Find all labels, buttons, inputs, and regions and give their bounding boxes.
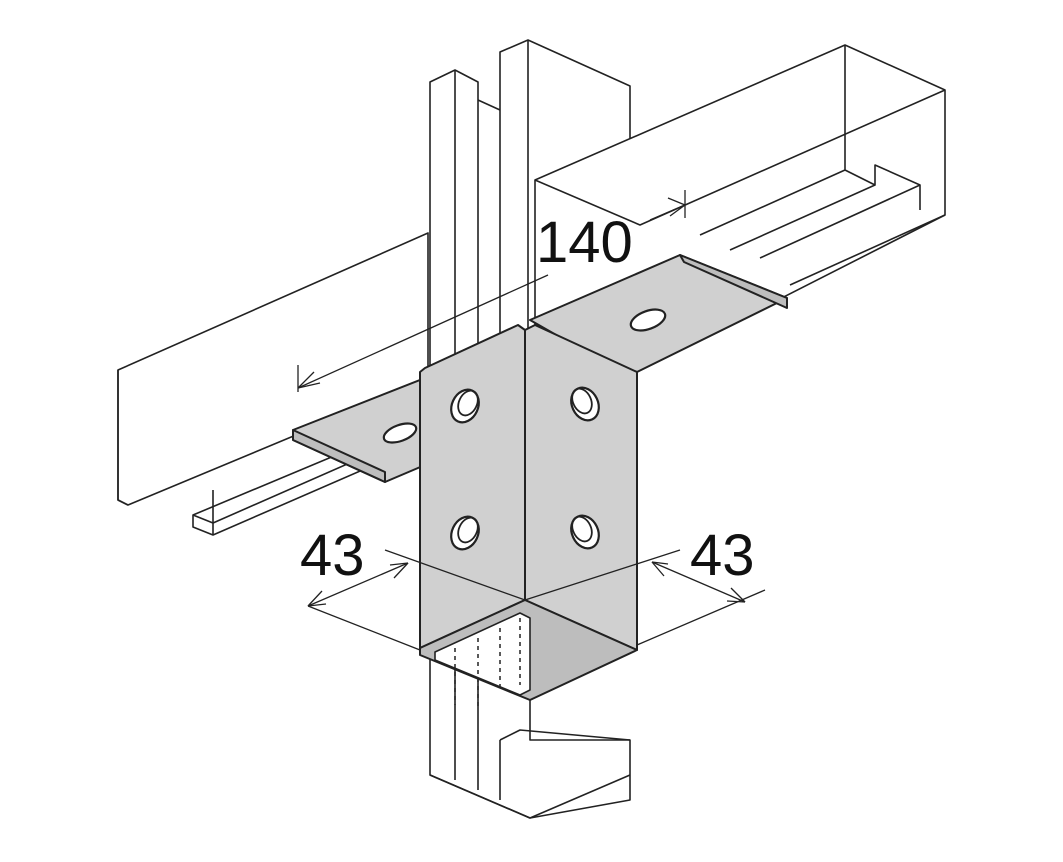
- bracket-body: [419, 324, 638, 710]
- dimension-43-left: 43: [300, 523, 526, 651]
- horizontal-channel-left: [117, 232, 429, 536]
- dimension-140: 140: [297, 190, 686, 392]
- bracket-hole: [450, 515, 480, 551]
- dimension-label-140: 140: [536, 210, 633, 275]
- bracket-hole: [450, 388, 480, 424]
- left-flange-plate: [292, 377, 426, 483]
- dimension-label-43-left: 43: [300, 523, 365, 588]
- right-flange-plate: [529, 254, 788, 373]
- bracket-hole: [570, 514, 600, 550]
- bracket-hole: [570, 386, 600, 422]
- dimension-label-43-right: 43: [690, 523, 755, 588]
- dimension-43-right: 43: [524, 523, 766, 646]
